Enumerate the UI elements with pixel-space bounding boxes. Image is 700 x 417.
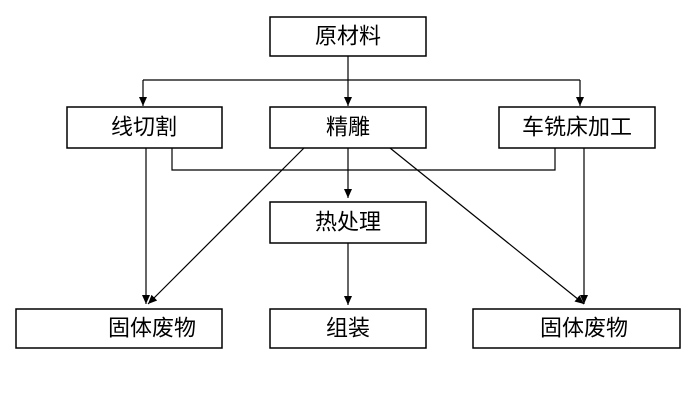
- edge-wire-lathe-bus: [171, 148, 556, 171]
- node-lathe-milling: 车铣床加工: [498, 106, 656, 149]
- node-solid-waste-right-label: 固体废物: [540, 317, 628, 342]
- edge-finish-to-wasteR: [389, 147, 585, 305]
- node-assembly: 组装: [269, 308, 427, 349]
- node-lathe-milling-label: 车铣床加工: [522, 116, 632, 141]
- node-assembly-label: 组装: [326, 317, 370, 342]
- edge-finish-to-wasteL: [147, 147, 305, 305]
- node-solid-waste-left: 固体废物: [15, 308, 223, 349]
- node-raw-material-label: 原材料: [315, 25, 381, 50]
- node-solid-waste-right: 固体废物: [472, 308, 681, 349]
- node-fine-engraving-label: 精雕: [326, 116, 370, 141]
- edges: [139, 56, 588, 305]
- node-wire-cutting-label: 线切割: [111, 116, 177, 141]
- node-fine-engraving: 精雕: [269, 106, 427, 149]
- node-heat-treatment: 热处理: [269, 201, 427, 244]
- node-solid-waste-left-label: 固体废物: [108, 317, 196, 342]
- node-raw-material: 原材料: [269, 16, 427, 57]
- nodes: 原材料 线切割 精雕 车铣床加工 热处理 固体废物 组装 固体废物: [15, 16, 681, 349]
- node-heat-treatment-label: 热处理: [315, 211, 381, 236]
- node-wire-cutting: 线切割: [66, 106, 223, 149]
